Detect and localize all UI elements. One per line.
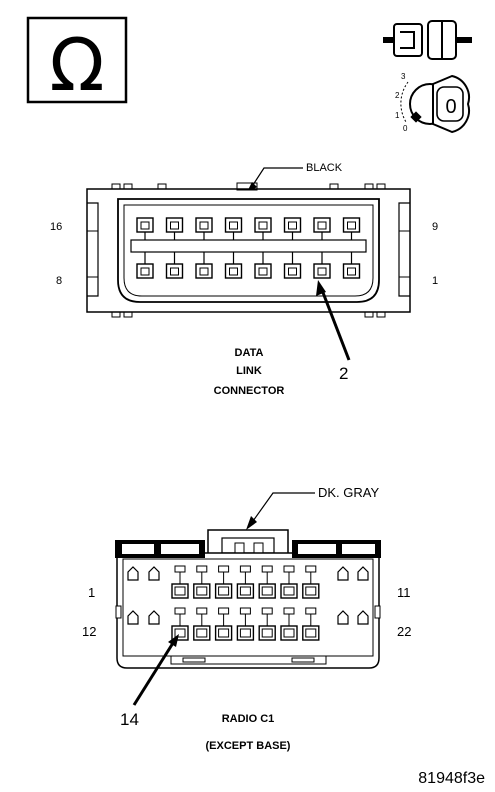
- radio-pin-cavity: [280, 565, 298, 599]
- radio-pin-label-bottom-left: 12: [82, 624, 96, 639]
- radio-pin-cavity: [258, 607, 276, 641]
- radio-pin-label-top-left: 1: [88, 585, 95, 600]
- radio-pin-row-top: [171, 565, 320, 599]
- dlc-pin-cavity: [224, 217, 243, 240]
- key-label: 0: [445, 96, 456, 118]
- dlc-pin-cavity: [254, 252, 272, 279]
- dlc-pin-label-bottom-right: 1: [432, 275, 438, 287]
- key-position-1: 1: [395, 111, 400, 120]
- radio-pin-cavity: [214, 565, 233, 599]
- radio-pin-cavity: [236, 565, 255, 599]
- dlc-pin-cavity: [342, 252, 361, 279]
- dlc-pin-cavity: [283, 217, 302, 240]
- radio-pin-cavity: [214, 607, 233, 641]
- dlc-title-line-1: DATA: [235, 347, 264, 359]
- dlc-pin-cavity: [195, 217, 213, 240]
- dlc-title-line-3: CONNECTOR: [214, 385, 285, 397]
- radio-end-cavities: [127, 566, 369, 625]
- dlc-pin-cavity: [283, 252, 302, 279]
- dlc-pin-row-top: [136, 217, 361, 240]
- radio-pin-cavity: [236, 607, 255, 641]
- radio-pin-cavity: [302, 565, 320, 599]
- dlc-pin-cavity: [342, 217, 361, 240]
- radio-pin-cavity: [171, 565, 189, 599]
- dlc-pin-cavity: [254, 217, 272, 240]
- dlc-pin-cavity: [313, 217, 331, 240]
- radio-pin-label-top-right: 11: [397, 585, 411, 600]
- dlc-pin-cavity: [313, 252, 331, 279]
- key-position-2: 2: [395, 91, 400, 100]
- radio-pin-cavity: [193, 565, 211, 599]
- radio-title-line-2: (EXCEPT BASE): [206, 740, 291, 752]
- radio-pin-label-bottom-right: 22: [397, 624, 411, 639]
- radio-color-callout: DK. GRAY: [318, 485, 379, 500]
- ohm-symbol: Ω: [49, 23, 104, 107]
- radio-pin-callout: 14: [120, 710, 139, 729]
- radio-c1-connector: DK. GRAY: [82, 485, 411, 752]
- dlc-title-line-2: LINK: [236, 365, 262, 377]
- dlc-pin-cavity: [136, 217, 154, 240]
- ohmmeter-icon: Ω: [26, 16, 128, 107]
- radio-pin-cavity: [258, 565, 276, 599]
- radio-pin-row-bottom: [171, 607, 320, 641]
- dlc-pin-label-top-right: 9: [432, 221, 438, 233]
- dlc-pin-cavity: [195, 252, 213, 279]
- key-position-0: 0: [403, 124, 408, 133]
- figure-id: 81948f3e: [418, 770, 485, 787]
- dlc-pin-label-top-left: 16: [50, 221, 62, 233]
- radio-title-line-1: RADIO C1: [222, 713, 275, 725]
- dlc-pin-cavity: [165, 217, 184, 240]
- dlc-pin-cavity: [224, 252, 243, 279]
- radio-pin-cavity: [280, 607, 298, 641]
- data-link-connector: BLACK 16 9 8 1 2: [50, 162, 438, 397]
- dlc-pin-label-bottom-left: 8: [56, 275, 62, 287]
- dlc-color-callout: BLACK: [306, 162, 343, 174]
- key-position-3: 3: [401, 72, 406, 81]
- disconnect-connector-icon: [383, 20, 472, 60]
- radio-pin-cavity: [193, 607, 211, 641]
- radio-pin-cavity: [302, 607, 320, 641]
- dlc-pin-callout: 2: [339, 364, 348, 383]
- dlc-pin-cavity: [165, 252, 184, 279]
- dlc-pin-cavity: [136, 252, 154, 279]
- dlc-pin-row-bottom: [136, 252, 361, 279]
- ignition-key-icon: 3 2 1 0 0: [395, 72, 470, 134]
